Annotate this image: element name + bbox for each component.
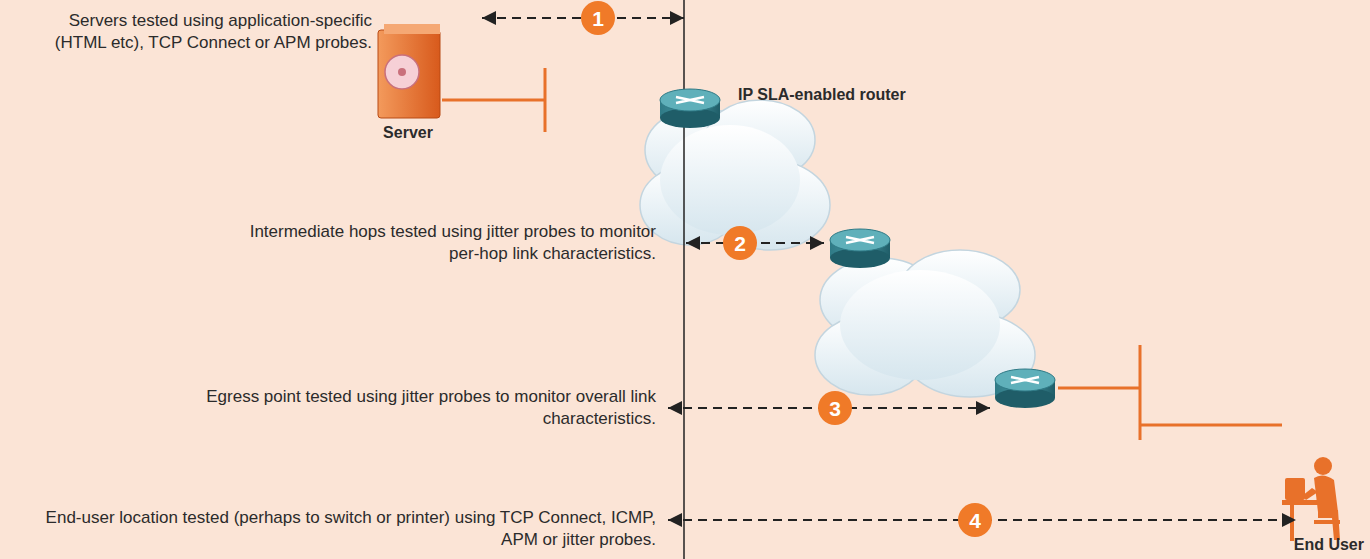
end-user-icon <box>1290 505 1294 541</box>
end-user-icon <box>1285 478 1305 500</box>
lan-wire <box>1140 424 1282 427</box>
router-icon <box>660 89 1055 408</box>
server-icon <box>385 55 419 89</box>
probe-note: Intermediate hops tested using jitter pr… <box>242 221 656 265</box>
router-icon <box>660 89 720 128</box>
callout-text: 1 <box>592 8 604 29</box>
reference-line <box>683 0 685 559</box>
cloud <box>660 125 800 235</box>
cloud <box>640 100 1035 397</box>
server-icon <box>378 30 440 118</box>
callout-text: 4 <box>969 510 981 531</box>
callout-text: 3 <box>829 398 841 419</box>
end-user-icon <box>1318 510 1340 540</box>
server-icon <box>384 24 440 34</box>
callout-text: 2 <box>734 233 746 254</box>
lan-wire <box>1058 387 1140 390</box>
lan-wire <box>544 68 547 132</box>
router-icon <box>846 237 874 243</box>
end-user-icon <box>1314 475 1338 512</box>
device-label: End User <box>1230 534 1364 556</box>
callout-number: 2 <box>723 226 757 260</box>
end-user-icon <box>1282 457 1340 541</box>
callout-number: 4 <box>958 503 992 537</box>
callout-number: 3 <box>818 391 852 425</box>
router-icon <box>995 369 1055 408</box>
end-user-icon <box>1314 520 1340 524</box>
probe-note: Egress point tested using jitter probes … <box>186 386 656 430</box>
cloud <box>840 270 1000 380</box>
end-user-icon <box>1314 457 1332 475</box>
callout-number: 1 <box>581 1 615 35</box>
device-label: IP SLA-enabled router <box>738 84 958 106</box>
probe-note: Servers tested using application-specifi… <box>52 10 372 54</box>
router-icon <box>676 97 704 103</box>
probe-note: End-user location tested (perhaps to swi… <box>30 507 656 551</box>
device-label: Server <box>360 122 456 144</box>
router-icon <box>995 369 1055 391</box>
router-icon <box>830 229 890 251</box>
router-icon <box>660 89 720 111</box>
server-icon <box>398 68 406 76</box>
end-user-icon <box>1302 488 1318 500</box>
dashed-arrow <box>482 18 1296 520</box>
lan-wire <box>442 99 545 102</box>
router-icon <box>1011 377 1039 383</box>
router-icon <box>830 229 890 268</box>
server-icon <box>378 24 440 118</box>
